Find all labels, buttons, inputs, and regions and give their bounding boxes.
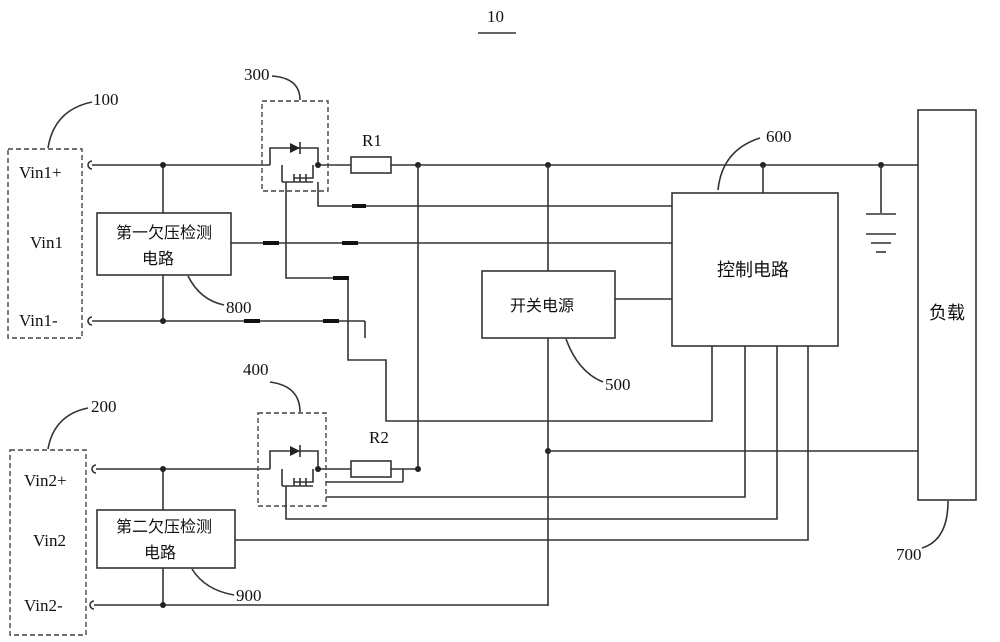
callout-300: 300 xyxy=(244,65,270,84)
switch-300-mosfet-icon xyxy=(281,165,314,183)
switch-300-source-line xyxy=(285,182,349,338)
callout-800: 800 xyxy=(226,298,252,317)
vin1-pos-terminal xyxy=(87,160,93,170)
callout-400: 400 xyxy=(243,360,269,379)
input2-pos-label: Vin2+ xyxy=(24,471,67,490)
figure-number: 10 xyxy=(487,7,504,26)
switch-400-dashed-frame xyxy=(257,412,327,507)
switch-400-diode-icon xyxy=(290,446,300,456)
callout-500: 500 xyxy=(605,375,631,394)
switch-400-node xyxy=(315,466,321,472)
vin1-neg-terminal xyxy=(87,316,93,326)
switch-400-source-line xyxy=(285,346,778,520)
switch-300-node xyxy=(315,162,321,168)
callout-700: 700 xyxy=(896,545,922,564)
switch-feedback-line xyxy=(347,338,713,422)
callout-200: 200 xyxy=(91,397,117,416)
switch-400-gate-to-control xyxy=(326,346,746,498)
switch-300-gate-to-control xyxy=(317,182,672,207)
input1-name-label: Vin1 xyxy=(30,233,63,252)
switch-400-mosfet-icon xyxy=(281,469,314,487)
node-uv2-top xyxy=(160,466,166,472)
callout-800-leader xyxy=(187,275,225,306)
callout-400-leader xyxy=(269,381,301,413)
input1-pos-label: Vin1+ xyxy=(19,163,62,182)
resistor-r1-label: R1 xyxy=(362,131,382,150)
callout-600: 600 xyxy=(766,127,792,146)
callout-300-leader xyxy=(271,75,301,101)
callout-900-leader xyxy=(191,568,235,596)
callout-900: 900 xyxy=(236,586,262,605)
input2-neg-label: Vin2- xyxy=(24,596,63,615)
uv2-output-line xyxy=(235,346,809,541)
resistor-r2 xyxy=(350,460,392,478)
uv-detect-2-line1: 第二欠压检测 xyxy=(116,517,212,536)
callout-200-leader xyxy=(47,407,89,450)
input1-dashed-frame xyxy=(7,148,83,339)
load-block xyxy=(917,109,977,501)
load-label: 负载 xyxy=(929,303,965,324)
switch-psu-label: 开关电源 xyxy=(510,296,574,315)
resistor-r1 xyxy=(350,156,392,174)
switch-300-diode-icon xyxy=(290,143,300,153)
vin2-pos-terminal xyxy=(91,464,97,474)
callout-500-leader xyxy=(565,338,604,383)
node-uv1-bottom xyxy=(160,318,166,324)
callout-700-leader xyxy=(921,500,949,549)
control-circuit-label: 控制电路 xyxy=(717,260,789,281)
input2-name-label: Vin2 xyxy=(33,531,66,550)
callout-600-leader xyxy=(717,137,761,191)
uv-detect-2-line2: 电路 xyxy=(144,543,176,562)
uv-detect-2-block xyxy=(96,509,236,569)
node-r2-out xyxy=(415,466,421,472)
switch-psu-block xyxy=(481,270,616,339)
uv-detect-1-line2: 电路 xyxy=(142,249,174,268)
callout-100-leader xyxy=(47,101,93,149)
vin2-neg-terminal xyxy=(89,600,95,610)
input1-neg-label: Vin1- xyxy=(19,311,58,330)
resistor-r2-label: R2 xyxy=(369,428,389,447)
uv-detect-1-line1: 第一欠压检测 xyxy=(116,223,212,242)
callout-100: 100 xyxy=(93,90,119,109)
control-circuit-block xyxy=(671,192,839,347)
switch-300-dashed-frame xyxy=(261,100,329,192)
node-uv1-top xyxy=(160,162,166,168)
uv-detect-1-block xyxy=(96,212,232,276)
node-uv2-bottom xyxy=(160,602,166,608)
input2-dashed-frame xyxy=(9,449,87,636)
